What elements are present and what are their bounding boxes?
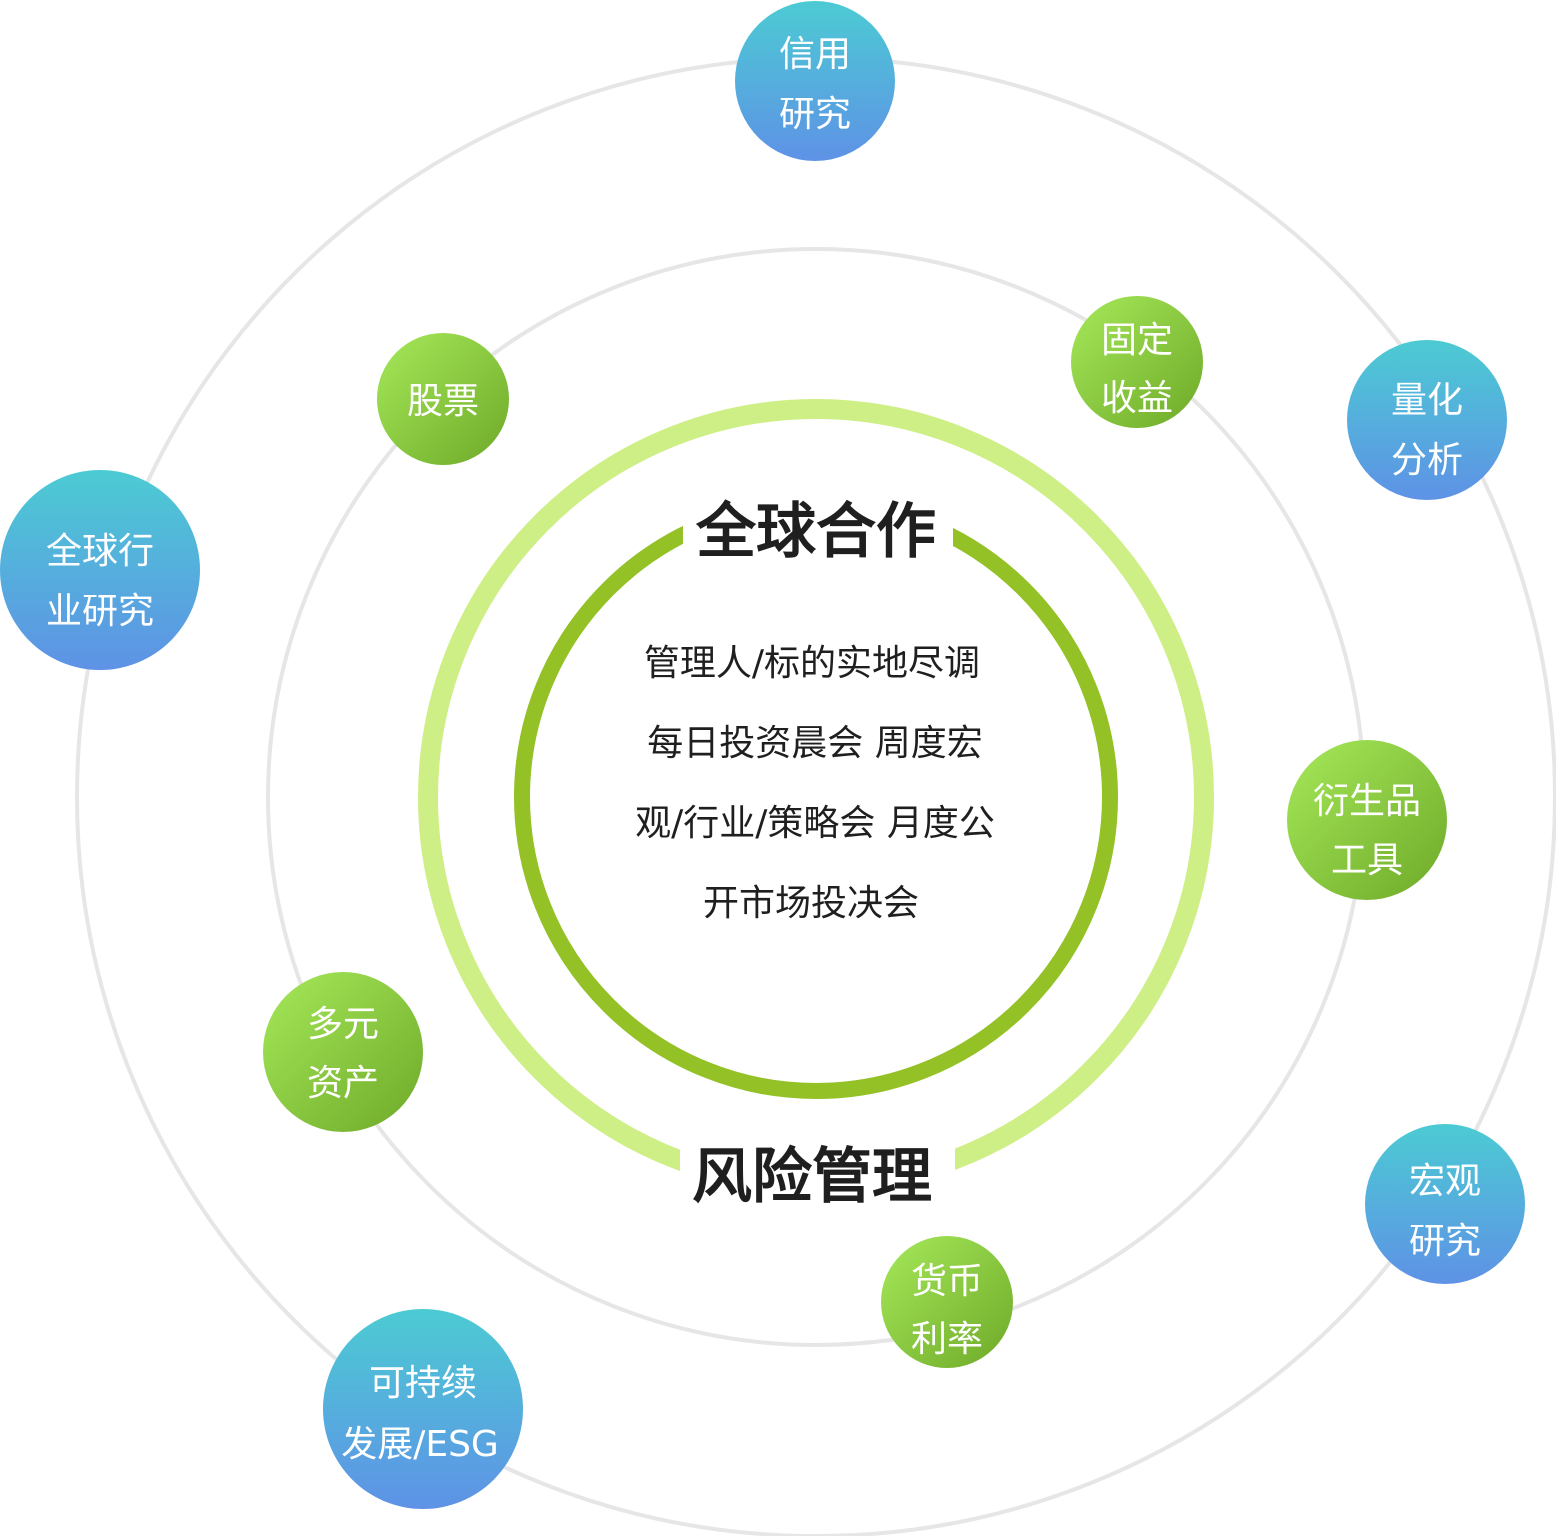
- bottom-title: 风险管理: [692, 1142, 932, 1212]
- node-sustainable-esg: 可持续 发展/ESG: [323, 1309, 523, 1509]
- node-global-industry: 全球行 业研究: [0, 470, 200, 670]
- top-title-gap: [683, 480, 953, 580]
- node-label: 全球行: [46, 531, 154, 572]
- node-label: 工具: [1331, 840, 1403, 881]
- node-stocks: 股票: [377, 333, 509, 465]
- node-money-rates: 货币 利率: [881, 1236, 1013, 1368]
- node-label: 股票: [407, 381, 479, 422]
- node-label: 发展/ESG: [341, 1424, 499, 1465]
- node-label: 量化: [1391, 380, 1463, 421]
- center-body-line: 管理人/标的实地尽调: [644, 643, 980, 684]
- node-credit-research: 信用 研究: [735, 1, 895, 161]
- dark-green-ring: [514, 495, 1118, 1099]
- node-label: 衍生品: [1313, 781, 1421, 822]
- center-body-line: 开市场投决会: [703, 883, 919, 924]
- node-label: 信用: [779, 34, 851, 75]
- node-label: 研究: [1409, 1221, 1481, 1262]
- node-label: 利率: [911, 1319, 983, 1360]
- node-label: 固定: [1101, 320, 1173, 361]
- node-macro-research: 宏观 研究: [1365, 1124, 1525, 1284]
- center-body-line: 每日投资晨会 周度宏: [647, 723, 982, 764]
- node-label: 业研究: [46, 591, 154, 632]
- node-label: 分析: [1391, 440, 1463, 481]
- top-title: 全球合作: [695, 497, 936, 567]
- node-multi-asset: 多元 资产: [263, 972, 423, 1132]
- bottom-title-gap: [680, 1120, 955, 1220]
- node-label: 宏观: [1409, 1161, 1481, 1202]
- node-label: 可持续: [369, 1363, 477, 1404]
- node-quant-analysis: 量化 分析: [1347, 340, 1507, 500]
- center-body: 管理人/标的实地尽调 每日投资晨会 周度宏 观/行业/策略会 月度公 开市场投决…: [635, 643, 995, 924]
- node-label: 货币: [911, 1261, 983, 1302]
- node-fixed-income: 固定 收益: [1071, 296, 1203, 428]
- node-label: 多元: [307, 1004, 379, 1045]
- center-body-line: 观/行业/策略会 月度公: [635, 803, 995, 844]
- node-derivatives: 衍生品 工具: [1287, 740, 1447, 900]
- node-label: 研究: [779, 94, 851, 135]
- node-label: 资产: [307, 1063, 379, 1104]
- node-label: 收益: [1101, 378, 1173, 419]
